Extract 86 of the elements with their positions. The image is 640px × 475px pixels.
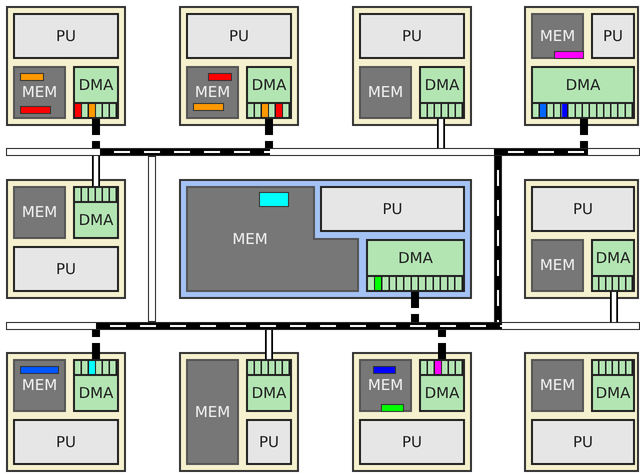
memory-box — [13, 66, 66, 119]
unit-label: PU — [228, 28, 250, 44]
memory-box — [359, 66, 412, 119]
bus-link — [265, 119, 273, 148]
processor-tile — [352, 6, 472, 126]
dma-controller-box — [246, 66, 292, 119]
unit-label: MEM — [540, 258, 576, 273]
dma-controller-box — [531, 66, 635, 119]
unit-label: DMA — [78, 386, 114, 400]
dma-controller-box — [366, 239, 465, 292]
processor-tile — [524, 6, 639, 126]
unit-label: PU — [402, 28, 422, 44]
bus-link — [580, 119, 588, 148]
unit-label: DMA — [596, 386, 630, 400]
bus-link — [437, 119, 445, 148]
memory-box — [13, 359, 66, 412]
dma-controller-box — [73, 359, 119, 412]
unit-label: MEM — [368, 378, 404, 393]
unit-label: DMA — [78, 78, 114, 92]
unit-label: MEM — [368, 85, 404, 100]
processing-unit-box — [13, 13, 119, 59]
unit-label: MEM — [22, 378, 58, 393]
unit-label: DMA — [596, 250, 630, 266]
bus-link — [92, 156, 100, 186]
dma-controller-box — [246, 359, 292, 412]
bus-link — [92, 119, 100, 148]
memory-box — [531, 13, 584, 59]
dma-controller-box — [419, 359, 465, 412]
unit-label: PU — [572, 202, 594, 216]
unit-label: PU — [56, 262, 76, 276]
unit-label: MEM — [232, 232, 268, 246]
unit-label: MEM — [540, 378, 576, 393]
unit-label: MEM — [22, 205, 58, 220]
unit-label: PU — [602, 28, 624, 44]
memory-box — [531, 239, 584, 292]
processing-unit-box — [591, 13, 635, 59]
memory-box — [186, 359, 239, 465]
unit-label: PU — [258, 434, 280, 450]
processor-tile — [179, 179, 472, 299]
processing-unit-box — [13, 419, 119, 465]
unit-label: PU — [572, 434, 594, 450]
bus-link — [92, 330, 100, 359]
bus-link — [610, 292, 618, 322]
processing-unit-box — [13, 246, 119, 292]
unit-label: DMA — [424, 78, 460, 92]
processing-unit-box — [246, 419, 292, 465]
processor-tile — [179, 352, 299, 472]
memory-box — [186, 66, 239, 119]
unit-label: DMA — [424, 386, 460, 400]
unit-label: DMA — [252, 386, 286, 400]
processing-unit-box — [186, 13, 292, 59]
dma-controller-box — [419, 66, 465, 119]
unit-label: PU — [56, 434, 76, 450]
dma-controller-box — [73, 186, 119, 239]
unit-label: PU — [56, 28, 76, 44]
processor-tile — [524, 352, 639, 472]
unit-label: DMA — [252, 78, 286, 92]
processing-unit-box — [320, 186, 465, 232]
processor-tile — [179, 6, 299, 126]
unit-label: MEM — [194, 404, 230, 420]
unit-label: MEM — [22, 85, 58, 100]
processing-unit-box — [359, 13, 465, 59]
processor-tile — [524, 179, 639, 299]
processor-tile — [6, 352, 126, 472]
processing-unit-box — [359, 419, 465, 465]
processing-unit-box — [531, 419, 635, 465]
unit-label: PU — [382, 202, 403, 216]
unit-label: DMA — [78, 212, 114, 228]
memory-box — [531, 359, 584, 412]
dma-controller-box — [73, 66, 119, 119]
unit-label: PU — [402, 434, 422, 450]
dma-controller-box — [591, 239, 635, 292]
dma-controller-box — [591, 359, 635, 412]
bus-link — [411, 292, 419, 322]
memory-box — [13, 186, 66, 239]
unit-label: MEM — [540, 28, 576, 44]
processing-unit-box — [531, 186, 635, 232]
bus-link — [265, 330, 273, 359]
processor-tile — [6, 179, 126, 299]
unit-label: MEM — [194, 85, 230, 100]
memory-box — [359, 359, 412, 412]
processor-tile — [6, 6, 126, 126]
bus-link — [438, 330, 446, 359]
unit-label: DMA — [566, 78, 600, 92]
processor-tile — [352, 352, 472, 472]
unit-label: DMA — [398, 250, 433, 266]
